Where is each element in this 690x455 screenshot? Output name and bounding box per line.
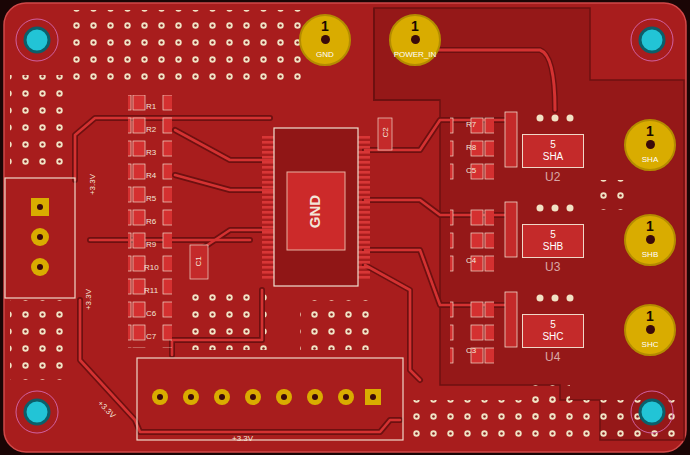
silkscreen-label: R4 <box>146 171 156 180</box>
silkscreen-label: +3.3V <box>84 289 93 310</box>
terminal-pad: 1SHA <box>624 119 676 171</box>
silkscreen-label: R2 <box>146 125 156 134</box>
net-name: SHA <box>626 155 674 164</box>
silkscreen-label: +3.3V <box>232 434 253 443</box>
silkscreen-label: R9 <box>146 240 156 249</box>
mosfet-body: 5SHA <box>522 134 584 168</box>
pad-hole <box>646 325 655 334</box>
net-name: SHB <box>543 241 564 253</box>
pad-hole <box>646 140 655 149</box>
silkscreen-label: GND <box>306 195 323 228</box>
pin-number: 5 <box>550 139 556 151</box>
terminal-pad: 1POWER_IN <box>389 14 441 66</box>
net-name: SHC <box>626 340 674 349</box>
net-name: SHC <box>542 331 563 343</box>
pin-number: 5 <box>550 319 556 331</box>
pin-number: 1 <box>626 219 674 233</box>
terminal-pad: 1SHB <box>624 214 676 266</box>
silkscreen-label: C7 <box>146 332 156 341</box>
silkscreen-label: C5 <box>466 166 476 175</box>
silkscreen-label: R7 <box>466 120 476 129</box>
silkscreen-label: R3 <box>146 148 156 157</box>
silkscreen-label: U4 <box>545 350 560 364</box>
pin-number: 1 <box>301 19 349 33</box>
net-name: SHB <box>626 250 674 259</box>
silkscreen-label: R1 <box>146 102 156 111</box>
silkscreen-label: U3 <box>545 260 560 274</box>
pin-number: 1 <box>391 19 439 33</box>
silkscreen-label: C3 <box>466 346 476 355</box>
silkscreen-label: C2 <box>381 127 390 137</box>
silkscreen-label: R8 <box>466 143 476 152</box>
pad-hole <box>646 235 655 244</box>
silkscreen-label: U2 <box>545 170 560 184</box>
silkscreen-label: R6 <box>146 217 156 226</box>
terminal-pad: 1GND <box>299 14 351 66</box>
pad-hole <box>411 35 420 44</box>
pin-number: 1 <box>626 309 674 323</box>
silkscreen-label: R11 <box>144 286 158 295</box>
silkscreen-label: C1 <box>194 256 203 266</box>
silkscreen-label: C4 <box>466 256 476 265</box>
silkscreen-label: R5 <box>146 194 156 203</box>
mosfet-body: 5SHC <box>522 314 584 348</box>
silkscreen-label: +3.3V <box>88 174 97 195</box>
mosfet-body: 5SHB <box>522 224 584 258</box>
pad-hole <box>321 35 330 44</box>
terminal-pad: 1SHC <box>624 304 676 356</box>
silkscreen-label: C6 <box>146 309 156 318</box>
silkscreen-label: R10 <box>144 263 159 272</box>
pin-number: 1 <box>626 124 674 138</box>
net-name: GND <box>301 50 349 59</box>
net-name: SHA <box>543 151 564 163</box>
pin-number: 5 <box>550 229 556 241</box>
net-name: POWER_IN <box>391 50 439 59</box>
